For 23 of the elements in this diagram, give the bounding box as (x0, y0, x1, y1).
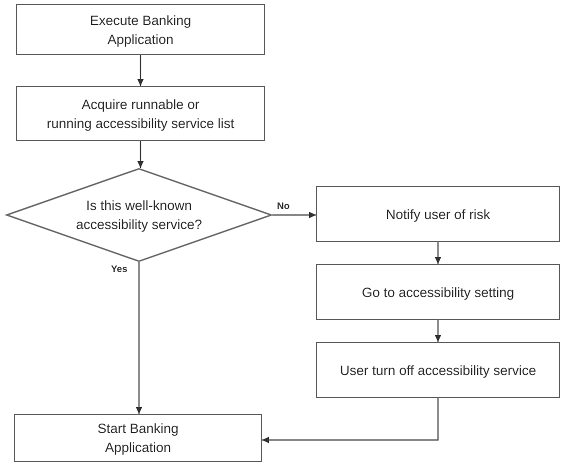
process-box (316, 342, 560, 398)
process-box (14, 414, 262, 462)
process-box (16, 86, 265, 141)
step-label: Execute Banking Application (90, 12, 192, 48)
arrow (434, 320, 442, 342)
arrow (136, 262, 142, 414)
step-label: Go to accessibility setting (362, 284, 514, 302)
question-label: Is this well-known accessibility service? (76, 197, 202, 234)
process-box (316, 186, 560, 242)
step-label: Notify user of risk (386, 206, 490, 224)
process-box (316, 264, 560, 320)
step-label: Acquire runnable or running accessibility service list (46, 96, 234, 132)
step-label: Start Banking Application (97, 420, 179, 457)
process-box (16, 4, 265, 55)
arrow (137, 55, 144, 86)
arrow (434, 242, 442, 264)
arrow (262, 398, 439, 444)
arrow (137, 141, 144, 168)
decision-diamond (6, 168, 272, 262)
edge-label: No (276, 201, 291, 212)
step-label: User turn off accessibility service (340, 362, 536, 380)
arrow (272, 212, 316, 218)
edge-label: Yes (110, 264, 128, 275)
